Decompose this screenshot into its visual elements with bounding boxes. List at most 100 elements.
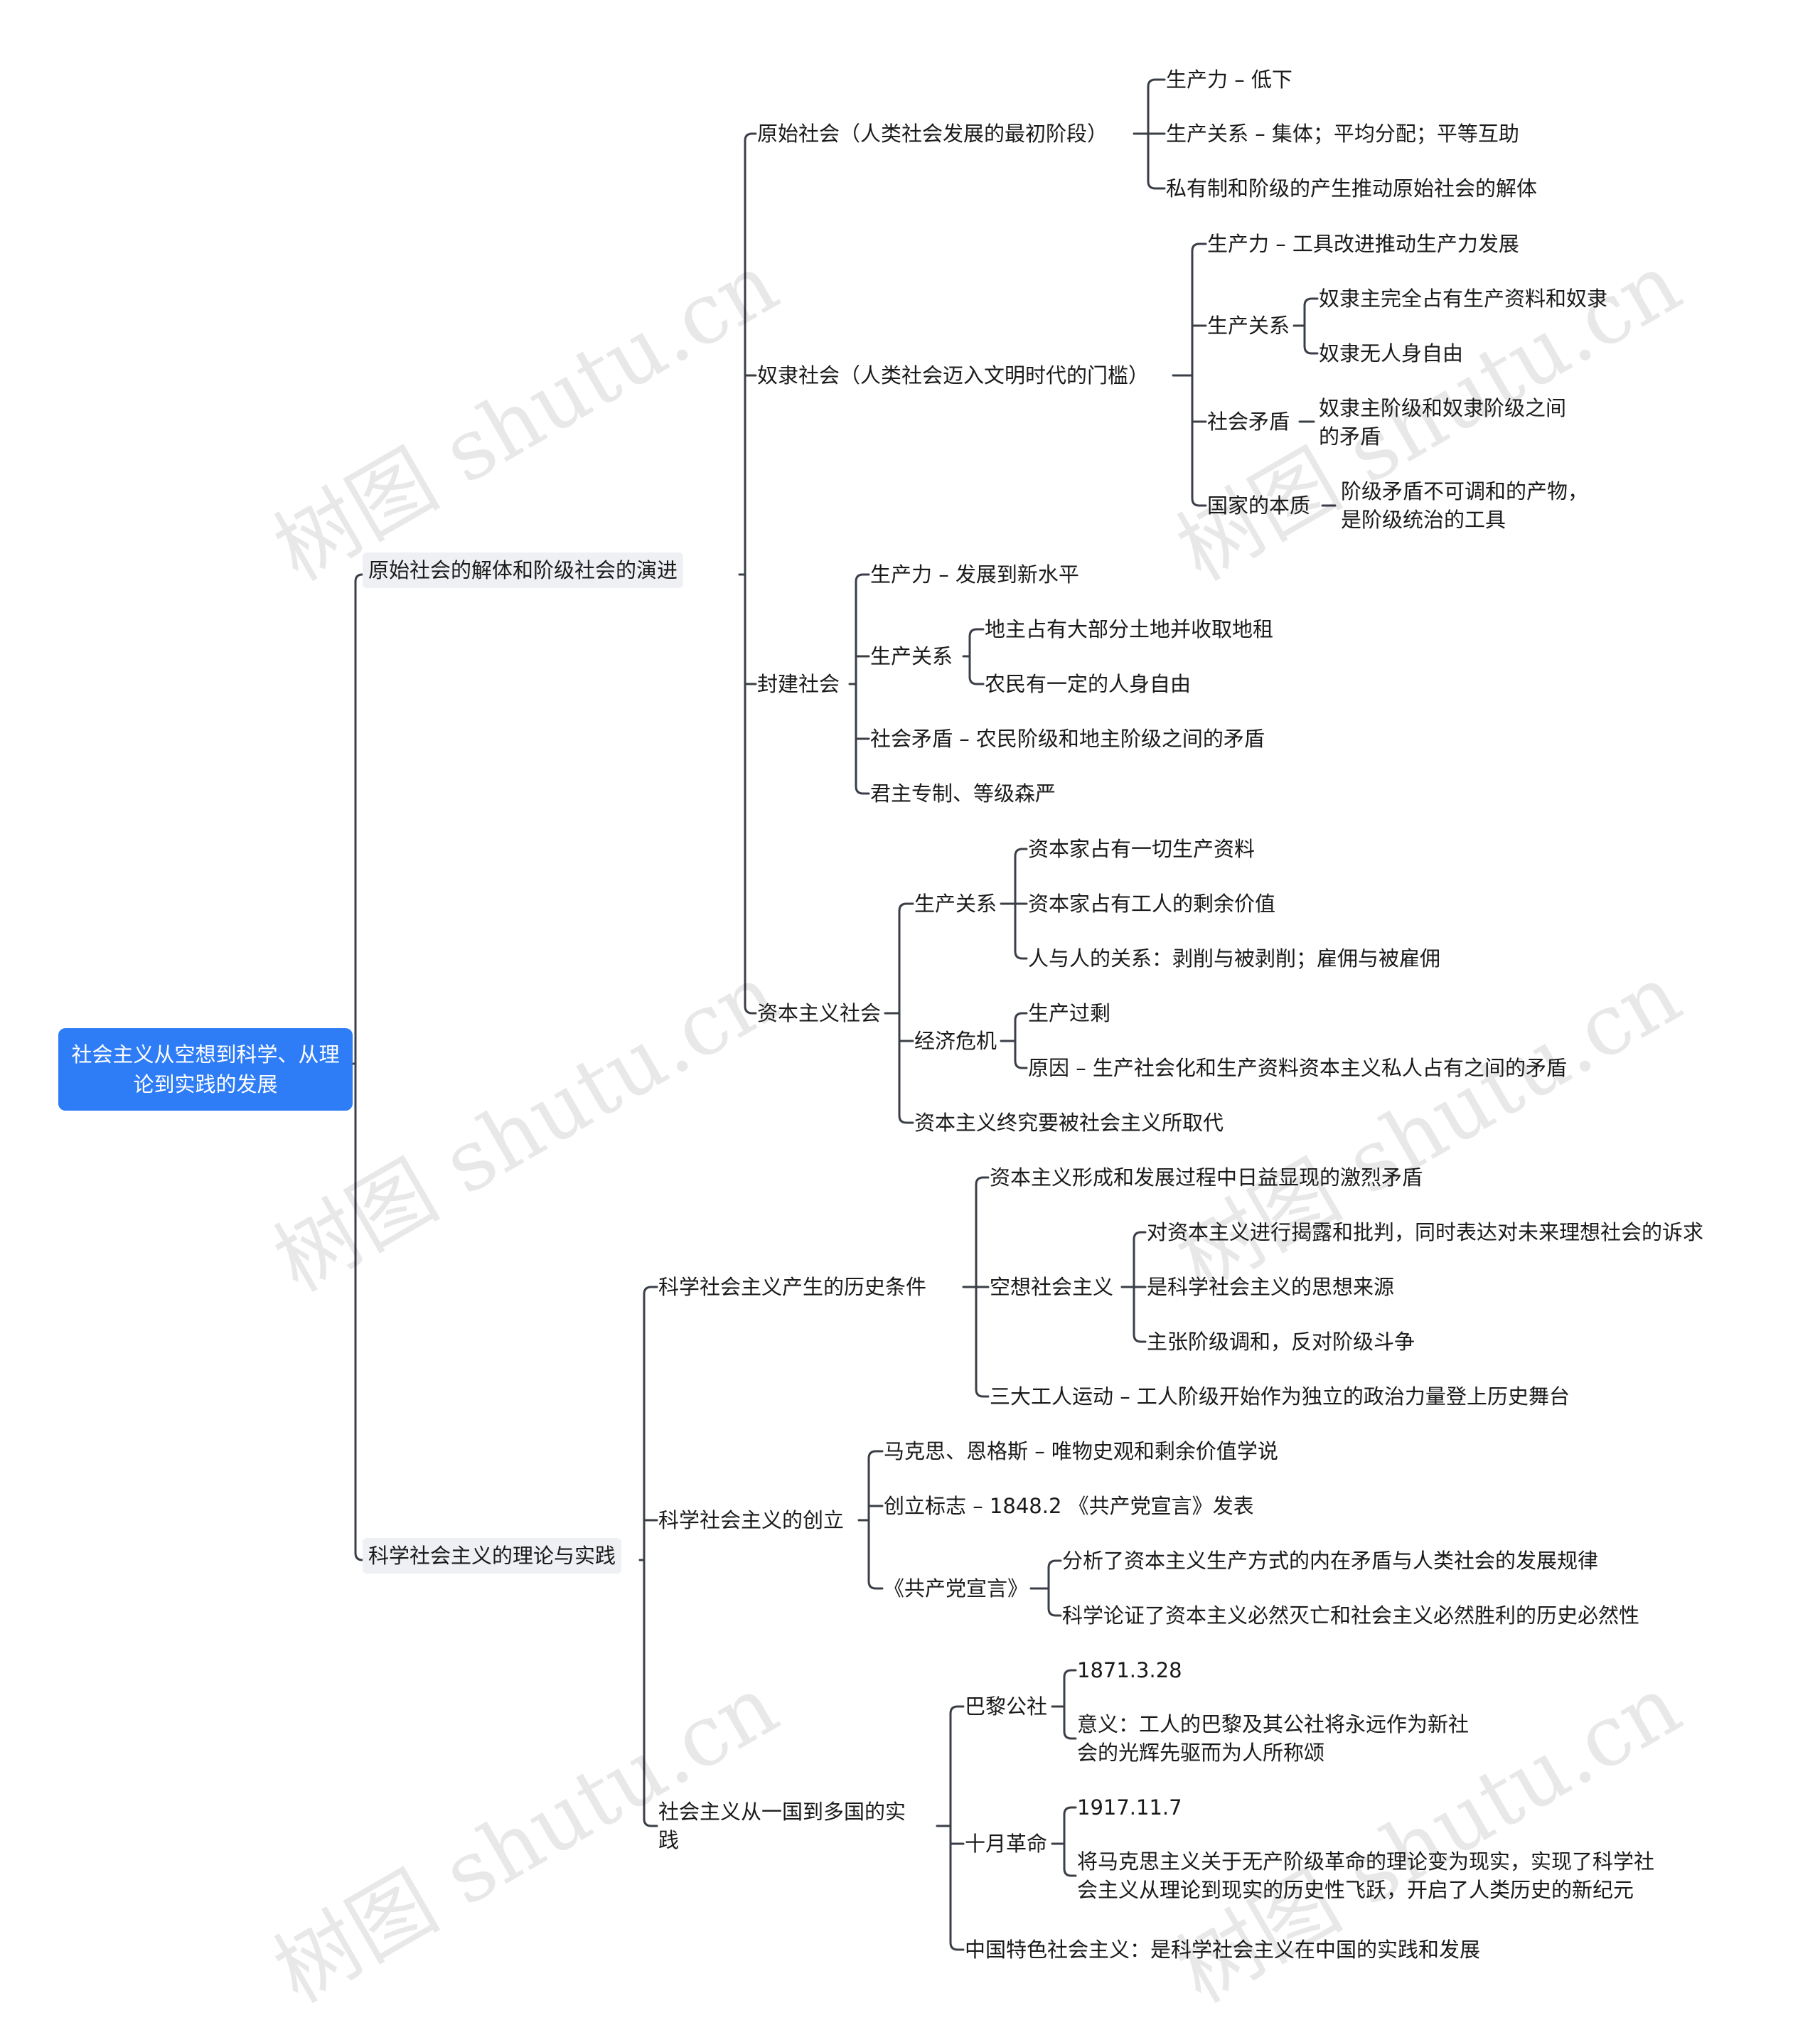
topic-primitive-productivity[interactable]: 生产力 – 低下 [1166,68,1292,92]
connector-line [898,902,914,1015]
connector-line [1014,848,1028,905]
connector-line [855,683,870,795]
topic-manifesto[interactable]: 《共产党宣言》 [884,1576,1029,1601]
topic-surplus-value[interactable]: 资本家占有工人的剩余价值 [1028,892,1276,916]
connector-line [898,1012,914,1124]
text-line: 践 [658,1828,680,1852]
connector-line [1191,242,1207,377]
topic-capital-means[interactable]: 资本家占有一切生产资料 [1028,837,1256,861]
topic-feudal-society[interactable]: 封建社会 [757,672,840,696]
root-topic-label: 社会主义从空想到科学、从理论到实践的发展 [71,1042,340,1096]
connector-line [643,1286,658,1561]
connector-line [949,1825,965,1951]
connector-line [1133,1286,1147,1343]
topic-slave-relations[interactable]: 生产关系 [1207,314,1290,338]
connector-line [354,1062,364,1561]
topic-state-essence-detail[interactable]: 阶级矛盾不可调和的产物， 是阶级统治的工具 [1341,477,1588,534]
topic-capitalist-relations[interactable]: 生产关系 [914,892,997,916]
topic-crisis-cause[interactable]: 原因 – 生产社会化和生产资料资本主义私人占有之间的矛盾 [1028,1056,1567,1080]
connector-line [1191,374,1207,507]
topic-manifesto-analysis[interactable]: 分析了资本主义生产方式的内在矛盾与人类社会的发展规律 [1062,1549,1599,1573]
connector-line [1303,324,1319,355]
topic-october-meaning[interactable]: 将马克思主义关于无产阶级革命的理论变为现实，实现了科学社 会主义从理论到现实的历… [1077,1847,1654,1904]
topic-founding[interactable]: 科学社会主义的创立 [658,1508,845,1532]
connector-line [968,655,985,685]
topic-exploitation[interactable]: 人与人的关系：剥削与被剥削；雇佣与被雇佣 [1028,946,1441,971]
connector-line [354,573,364,1065]
connector-line [975,1286,990,1398]
connector-line [744,573,757,1015]
topic-october-date[interactable]: 1917.11.7 [1077,1795,1182,1820]
topic-slave-contradiction[interactable]: 社会矛盾 [1207,410,1290,434]
topic-economic-crisis[interactable]: 经济危机 [914,1029,997,1053]
connector-line [968,628,985,658]
topic-primitive-society[interactable]: 原始社会（人类社会发展的最初阶段） [757,122,1108,146]
connector-line [1063,1705,1077,1740]
topic-peasant[interactable]: 农民有一定的人身自由 [985,672,1192,696]
connector-line [1147,78,1166,135]
topic-state-essence[interactable]: 国家的本质 [1207,493,1311,518]
topic-slave-contradiction-detail[interactable]: 奴隶主阶级和奴隶阶级之间 的矛盾 [1319,394,1566,451]
topic-chinese-socialism[interactable]: 中国特色社会主义：是科学社会主义在中国的实践和发展 [965,1938,1481,1962]
connector-line [1063,1669,1077,1708]
text-line: 将马克思主义关于无产阶级革命的理论变为现实，实现了科学社 [1077,1849,1655,1874]
connector-line [1014,902,1028,960]
topic-capitalist-contradictions[interactable]: 资本主义形成和发展过程中日益显现的激烈矛盾 [990,1165,1423,1190]
topic-historical-conditions[interactable]: 科学社会主义产生的历史条件 [658,1275,927,1299]
topic-october-revolution[interactable]: 十月革命 [965,1832,1048,1856]
connector-line [643,1559,658,1827]
connector-line [1147,132,1166,190]
topic-utopian-socialism[interactable]: 空想社会主义 [990,1275,1114,1299]
topic-slave-productivity[interactable]: 生产力 – 工具改进推动生产力发展 [1207,232,1519,256]
topic-workers-movements[interactable]: 三大工人运动 – 工人阶级开始作为独立的政治力量登上历史舞台 [990,1384,1570,1409]
topic-primitive-relations[interactable]: 生产关系 – 集体；平均分配；平等互助 [1166,122,1519,146]
topic-utopian-source[interactable]: 是科学社会主义的思想来源 [1147,1275,1395,1299]
topic-overproduction[interactable]: 生产过剩 [1028,1001,1111,1025]
topic-paris-meaning[interactable]: 意义：工人的巴黎及其公社将永远作为新社 会的光辉先驱而为人所称颂 [1077,1710,1469,1767]
connector-line [1063,1806,1077,1845]
topic-utopian-harmony[interactable]: 主张阶级调和，反对阶级斗争 [1147,1330,1415,1354]
topic-slave-no-freedom[interactable]: 奴隶无人身自由 [1319,341,1464,365]
topic-manifesto-proof[interactable]: 科学论证了资本主义必然灭亡和社会主义必然胜利的历史必然性 [1062,1603,1640,1628]
connector-line [949,1705,965,1827]
topic-founding-mark[interactable]: 创立标志 – 1848.2 《共产党宣言》发表 [884,1494,1254,1518]
text-line: 奴隶主阶级和奴隶阶级之间 [1319,396,1567,420]
text-line: 会的光辉先驱而为人所称颂 [1077,1741,1325,1765]
text-line: 意义：工人的巴黎及其公社将永远作为新社 [1077,1712,1470,1736]
connector-line [1303,297,1319,327]
root-topic[interactable]: 社会主义从空想到科学、从理论到实践的发展 [58,1028,353,1111]
topic-feudal-productivity[interactable]: 生产力 – 发展到新水平 [870,562,1079,587]
connector-line [1014,1012,1028,1042]
connector-line [744,132,757,576]
text-line: 阶级矛盾不可调和的产物， [1341,479,1589,503]
topic-marx-engels[interactable]: 马克思、恩格斯 – 唯物史观和剩余价值学说 [884,1439,1278,1463]
connector-line [867,1519,884,1590]
topic-paris-commune[interactable]: 巴黎公社 [965,1694,1048,1719]
topic-utopian-critique[interactable]: 对资本主义进行揭露和批判，同时表达对未来理想社会的诉求 [1147,1220,1704,1244]
connector-line [1133,1231,1147,1288]
text-line: 会主义从理论到现实的历史性飞跃，开启了人类历史的新纪元 [1077,1878,1634,1902]
connector-line [1063,1842,1077,1877]
branch-class-society[interactable]: 原始社会的解体和阶级社会的演进 [363,552,684,588]
connector-line [855,573,870,685]
topic-practice[interactable]: 社会主义从一国到多国的实 践 [658,1798,906,1854]
topic-feudal-relations[interactable]: 生产关系 [870,644,953,668]
branch-scientific-socialism[interactable]: 科学社会主义的理论与实践 [363,1538,622,1574]
connector-line [1047,1559,1062,1590]
topic-slave-society[interactable]: 奴隶社会（人类社会迈入文明时代的门槛） [757,363,1150,388]
connector-line [867,1450,884,1522]
connector-line [1047,1587,1062,1617]
topic-primitive-dissolution[interactable]: 私有制和阶级的产生推动原始社会的解体 [1166,176,1538,201]
text-line: 社会主义从一国到多国的实 [658,1800,906,1824]
topic-capitalism-replaced[interactable]: 资本主义终究要被社会主义所取代 [914,1111,1224,1135]
text-line: 的矛盾 [1319,424,1381,449]
topic-slave-owner[interactable]: 奴隶主完全占有生产资料和奴隶 [1319,287,1608,311]
topic-capitalist-society[interactable]: 资本主义社会 [757,1001,882,1025]
topic-landlord[interactable]: 地主占有大部分土地并收取地租 [985,617,1274,641]
topic-feudal-autocracy[interactable]: 君主专制、等级森严 [870,781,1056,806]
connector-line [975,1176,990,1288]
topic-paris-date[interactable]: 1871.3.28 [1077,1658,1182,1682]
text-line: 是阶级统治的工具 [1341,508,1506,532]
topic-feudal-contradiction[interactable]: 社会矛盾 – 农民阶级和地主阶级之间的矛盾 [870,727,1265,751]
